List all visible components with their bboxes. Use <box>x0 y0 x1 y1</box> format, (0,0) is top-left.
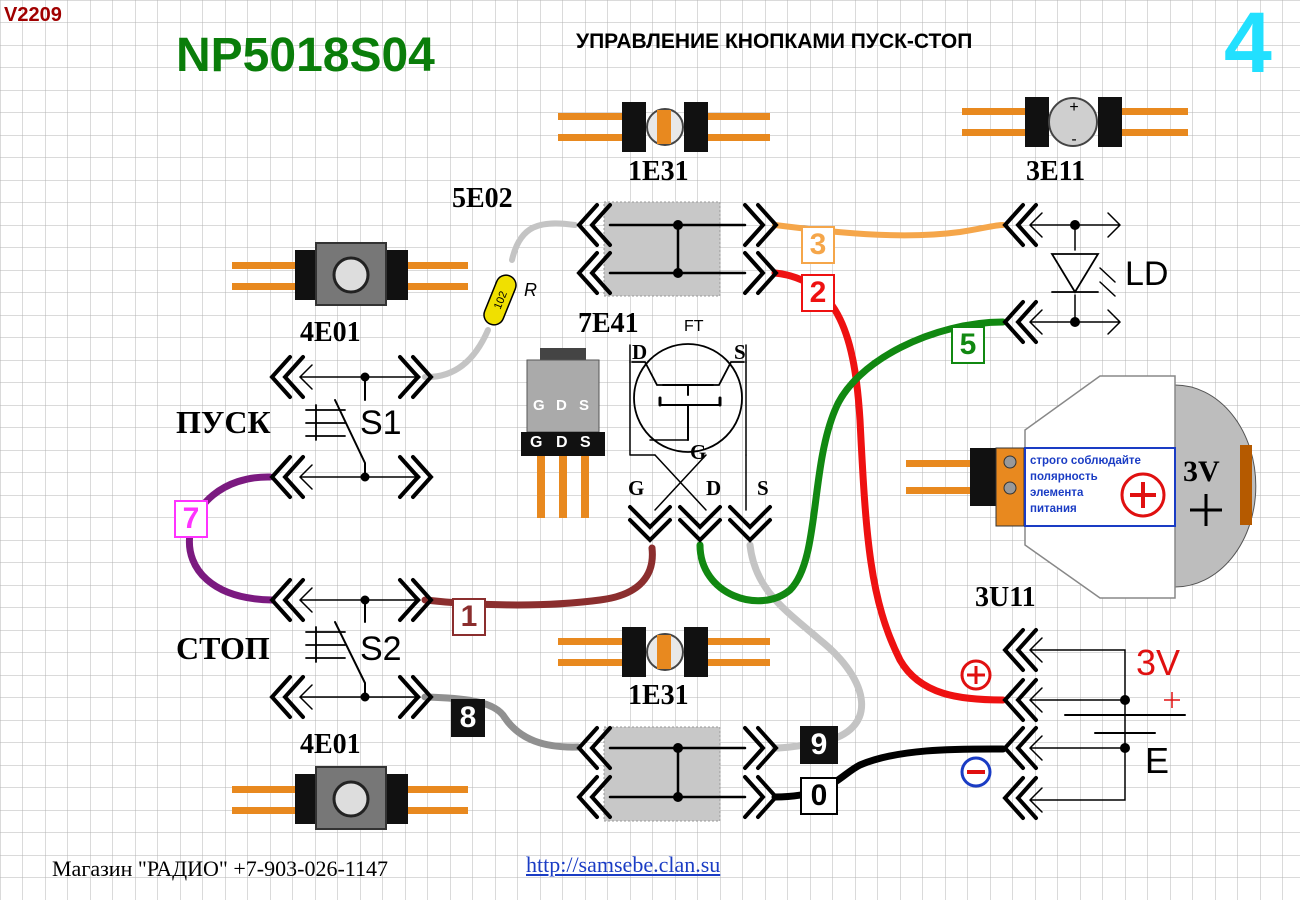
sch-pin-d: D <box>632 340 648 364</box>
battery-warning-1: строго соблюдайте <box>1030 455 1141 467</box>
wire-label-5: 5 <box>951 326 985 364</box>
site-link[interactable]: http://samsebe.clan.su <box>526 852 721 877</box>
jumper-top-part <box>558 102 770 152</box>
jumper-bottom-block <box>603 726 721 822</box>
page-number: 4 <box>1224 0 1272 91</box>
wire-1 <box>421 544 656 609</box>
minus-polarity-icon <box>960 756 992 788</box>
button-bottom-code: 4E01 <box>300 729 361 760</box>
leg-pin-g: G <box>530 434 543 451</box>
led-symbol: LD <box>1125 255 1169 293</box>
wire-label-9: 9 <box>800 726 838 764</box>
wire-8 <box>421 693 582 751</box>
battery-warning-3: элемента <box>1030 487 1084 499</box>
wire-label-3: 3 <box>801 226 835 264</box>
page-title: УПРАВЛЕНИЕ КНОПКАМИ ПУСК-СТОП <box>576 30 973 53</box>
led-code: 3E11 <box>1026 156 1086 187</box>
wire-resistor-top <box>509 220 578 263</box>
svg-text:+: + <box>1069 99 1078 116</box>
battery-part <box>906 375 1257 599</box>
resistor-body: 102 <box>483 274 517 326</box>
version-label: V2209 <box>4 4 62 26</box>
battery-symbol: E <box>1145 740 1170 781</box>
resistor-code: 5E02 <box>452 183 513 214</box>
wire-label-1: 1 <box>452 598 486 636</box>
resistor-symbol: R <box>524 280 537 300</box>
switch-s1-label: S1 <box>360 404 402 442</box>
pkg-pin-d: D <box>556 397 567 414</box>
start-label: ПУСК <box>176 404 271 440</box>
wire-5 <box>696 318 1007 605</box>
battery-warning-4: питания <box>1030 503 1077 515</box>
sch-pin-g: G <box>628 476 645 500</box>
sch-pin-s2: S <box>757 476 769 500</box>
sch-pin-s: S <box>734 340 746 364</box>
jumper-bottom-code: 1E31 <box>628 680 689 711</box>
wire-label-2: 2 <box>801 274 835 312</box>
pkg-pin-s: S <box>579 397 590 414</box>
wire-label-8: 8 <box>451 699 485 737</box>
transistor-part <box>521 348 605 518</box>
wire-resistor-bottom <box>422 327 491 381</box>
button-top-part <box>232 242 468 306</box>
button-bottom-part <box>232 766 468 830</box>
battery-plus-small <box>1164 692 1180 708</box>
leg-pin-d: D <box>556 434 568 451</box>
wire-label-7: 7 <box>174 500 208 538</box>
led-part: + - <box>962 97 1188 148</box>
shop-info: Магазин "РАДИО" +7-903-026-1147 <box>52 856 388 881</box>
pkg-pin-g: G <box>533 397 545 414</box>
battery-code: 3U11 <box>975 582 1036 613</box>
leg-pin-s: S <box>580 434 591 451</box>
board-id: NP5018S04 <box>176 29 435 82</box>
wire-2 <box>771 269 1007 704</box>
svg-text:-: - <box>1071 131 1076 148</box>
sch-pin-g-inner: G <box>690 440 707 464</box>
wire-7 <box>185 473 276 604</box>
transistor-code: 7E41 <box>578 308 639 339</box>
button-top-code: 4E01 <box>300 317 361 348</box>
jumper-top-block <box>603 201 721 297</box>
stop-label: СТОП <box>176 630 270 666</box>
jumper-bottom-part <box>558 627 770 677</box>
battery-warning-2: полярность <box>1030 471 1098 483</box>
wire-label-0: 0 <box>800 777 838 815</box>
battery-voltage-schematic: 3V <box>1136 642 1181 683</box>
switch-s2-label: S2 <box>360 630 402 668</box>
plus-polarity-icon <box>960 659 992 691</box>
wire-9 <box>746 541 865 752</box>
sch-pin-d2: D <box>706 476 722 500</box>
jumper-top-code: 1E31 <box>628 156 689 187</box>
transistor-symbol: FT <box>684 318 704 335</box>
battery-voltage-part: 3V <box>1183 455 1220 488</box>
